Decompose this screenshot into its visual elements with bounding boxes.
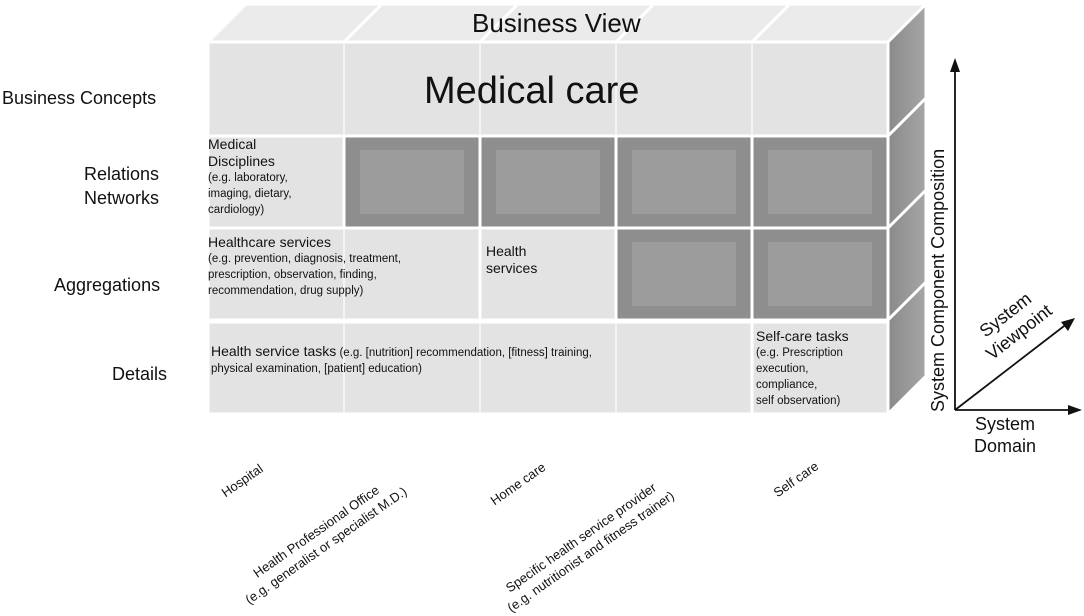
axis-label-system-domain: System Domain	[974, 414, 1037, 456]
health-service-tasks-text: Health service tasks (e.g. [nutrition] r…	[211, 343, 592, 375]
row-label-relations-networks: Relations Networks	[84, 164, 160, 208]
medical-care-concept: Medical care	[424, 70, 640, 112]
row-label-aggregations: Aggregations	[54, 275, 161, 295]
row-label-details: Details	[112, 364, 168, 384]
diagonal-arrowhead	[1061, 318, 1075, 331]
horizontal-arrowhead	[1068, 405, 1082, 415]
healthcare-services-text: Healthcare services (e.g. prevention, di…	[208, 234, 402, 297]
vertical-arrowhead	[950, 58, 960, 72]
self-care-tasks-text: Self-care tasks (e.g. Prescription execu…	[756, 328, 849, 407]
business-view-title: Business View	[472, 8, 641, 38]
axes	[954, 68, 1074, 411]
cell-self-care-tasks	[750, 320, 890, 416]
dark-cells	[342, 134, 890, 322]
medical-disciplines-text: Medical Disciplines (e.g. laboratory, im…	[208, 136, 292, 216]
row-label-business-concepts: Business Concepts	[2, 88, 157, 108]
health-services-text: Health services	[486, 243, 538, 276]
axis-label-system-component-composition: System Component Composition	[928, 148, 948, 412]
cell-health-services	[478, 226, 618, 322]
diagonal-axis	[954, 322, 1069, 411]
